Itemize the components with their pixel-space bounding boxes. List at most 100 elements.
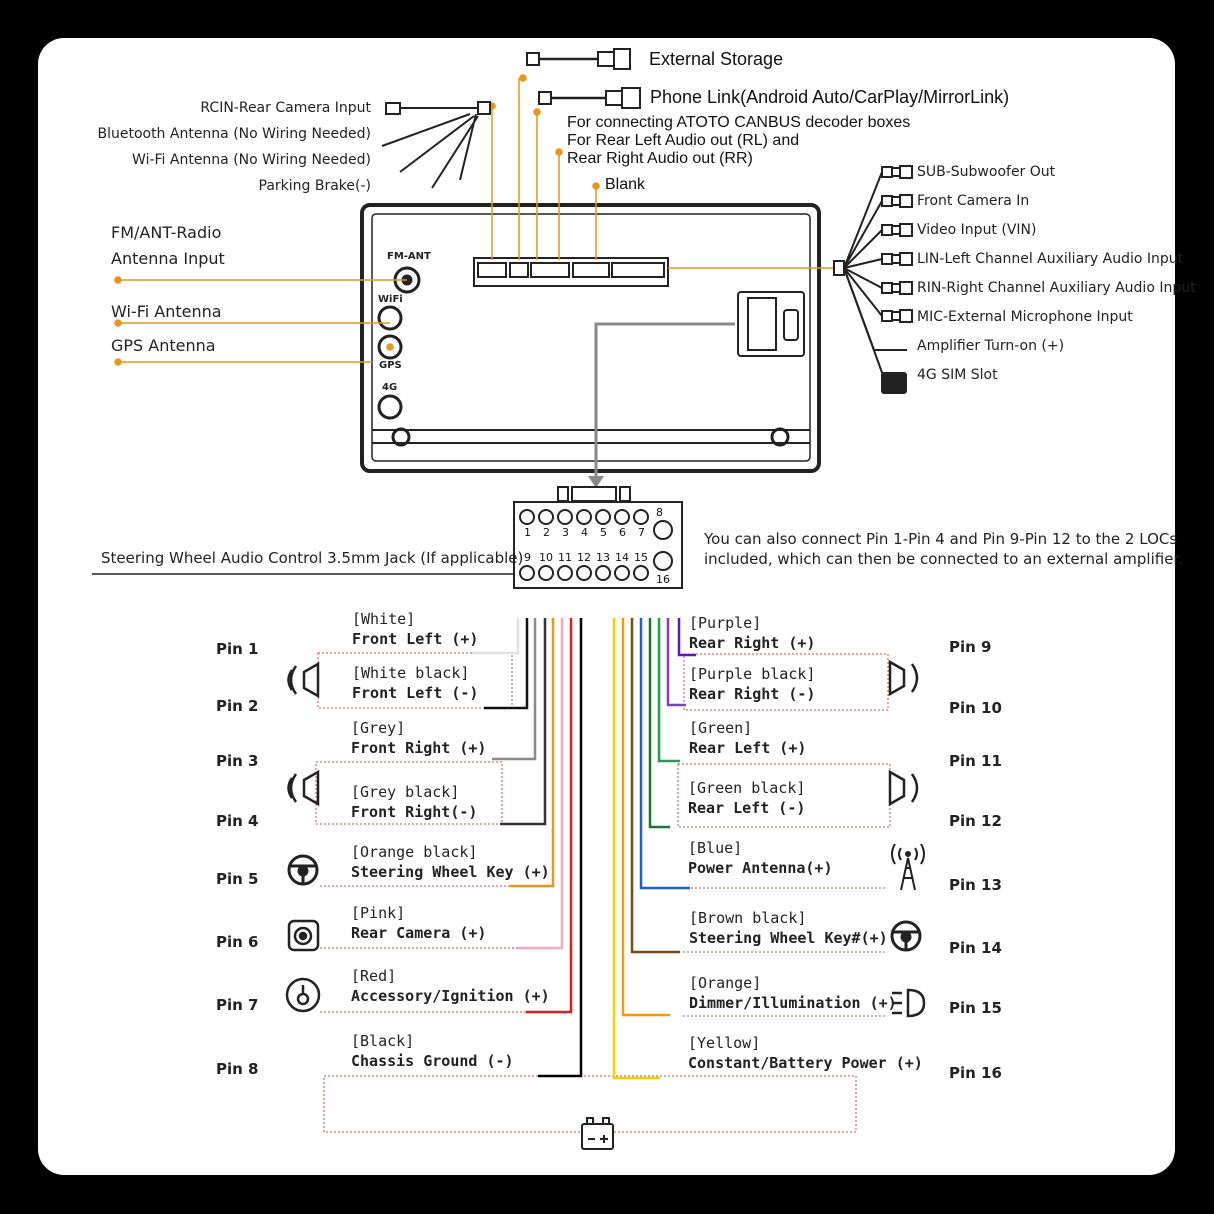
wire-color-name: [White]: [352, 610, 416, 628]
wire-pin-5: [510, 618, 555, 888]
wire-color-name: [Yellow]: [688, 1034, 761, 1052]
wire-function: Front Left (+): [352, 630, 479, 648]
wire-function: Front Left (-): [352, 684, 479, 702]
loc-note-line1: You can also connect Pin 1-Pin 4 and Pin…: [704, 530, 1178, 548]
mic-label: MIC-External Microphone Input: [917, 309, 1133, 325]
left-wires: [472, 618, 583, 1078]
wire-label-7: [Red] Accessory/Ignition (+): [351, 966, 550, 1006]
pin-label-9: Pin 9: [949, 638, 992, 656]
pin-label-15: Pin 15: [949, 999, 1002, 1017]
pin-number: 9: [524, 551, 531, 564]
wire-pin-6: [518, 618, 564, 950]
wire-function: Accessory/Ignition (+): [351, 987, 550, 1005]
wire-pin-10: [666, 618, 686, 707]
pin-number: 1: [524, 526, 531, 539]
aux-cable-fan: [833, 165, 913, 394]
wire-pin-4: [500, 618, 547, 826]
power-antenna-icon: [891, 843, 925, 891]
pin-number: 2: [543, 526, 550, 539]
pin-label-3: Pin 3: [216, 752, 259, 770]
phone-link-cable: [538, 87, 641, 109]
parking-brake-label: Parking Brake(-): [258, 178, 372, 194]
connector-pin-numbers: 1 2 3 4 5 6 7 8 9 10 11 12 13 14 15 16: [524, 506, 670, 586]
wifi-antenna-label: Wi-Fi Antenna: [111, 302, 222, 321]
wire-color-name: [Red]: [351, 967, 397, 985]
wire-function: Front Right (+): [351, 739, 487, 757]
pin-number: 16: [656, 573, 670, 586]
iso-socket: [737, 291, 805, 357]
harness-connector: [513, 486, 683, 589]
pin-label-5: Pin 5: [216, 870, 259, 888]
wire-pin-9: [677, 618, 696, 657]
pin-number: 8: [656, 506, 663, 519]
pin-label-10: Pin 10: [949, 699, 1002, 717]
wire-function: Rear Right (+): [689, 634, 816, 652]
pin-label-2: Pin 2: [216, 697, 259, 715]
pin-number: 15: [634, 551, 648, 564]
sim-slot-label: 4G SIM Slot: [917, 367, 998, 383]
wire-function: Constant/Battery Power (+): [688, 1054, 923, 1072]
wifi-antenna-note-label: Wi-Fi Antenna (No Wiring Needed): [132, 152, 371, 168]
canbus-note-line2: For Rear Left Audio out (RL) and: [567, 132, 800, 149]
pin-number: 11: [558, 551, 572, 564]
wire-color-name: [Pink]: [351, 904, 406, 922]
rin-label: RIN-Right Channel Auxiliary Audio Input: [917, 280, 1196, 296]
wire-function: Rear Camera (+): [351, 924, 487, 942]
wire-function: Steering Wheel Key#(+): [689, 929, 888, 947]
lte-port: [377, 394, 403, 420]
pin-label-12: Pin 12: [949, 812, 1002, 830]
wire-pin-15: [621, 618, 670, 1017]
battery-icon: [581, 1117, 614, 1150]
wire-label-10: [Purple black]Rear Right (-): [689, 664, 815, 704]
wire-color-name: [Orange]: [689, 974, 762, 992]
wire-function: Power Antenna(+): [688, 859, 833, 877]
pin-label-11: Pin 11: [949, 752, 1002, 770]
antenna-leaders: [114, 276, 407, 366]
pin-number: 13: [596, 551, 610, 564]
wire-pin-13: [639, 618, 690, 890]
pin-number: 6: [619, 526, 626, 539]
pin-number: 7: [638, 526, 645, 539]
wire-label-15: [Orange]Dimmer/Illumination (+): [689, 973, 897, 1013]
wire-label-6: [Pink] Rear Camera (+): [351, 903, 486, 943]
right-wires: [612, 618, 696, 1080]
wire-pin-14: [630, 618, 680, 954]
blank-label: Blank: [605, 176, 646, 193]
gps-antenna-label: GPS Antenna: [111, 336, 216, 355]
wire-function: Front Right(-): [351, 803, 478, 821]
wire-pin-1: [472, 618, 520, 655]
wire-function: Steering Wheel Key (+): [351, 863, 550, 881]
speaker-icon: [888, 659, 919, 697]
pin-number: 14: [615, 551, 629, 564]
wire-label-4: [Grey black]Front Right(-): [351, 782, 477, 822]
pin-label-14: Pin 14: [949, 939, 1002, 957]
pin-label-4: Pin 4: [216, 812, 259, 830]
rear-camera-label: RCIN-Rear Camera Input: [200, 100, 371, 116]
pin-guide-boxes: [315, 652, 891, 1133]
pin-label-13: Pin 13: [949, 876, 1002, 894]
phone-link-label: Phone Link(Android Auto/CarPlay/MirrorLi…: [650, 87, 1010, 107]
wire-color-name: [Orange black]: [351, 843, 478, 861]
headlight-icon: [892, 988, 926, 1018]
wire-color-name: [Blue]: [688, 839, 743, 857]
steering-wheel-icon: [890, 920, 922, 952]
wire-pin-8: [538, 618, 583, 1078]
speaker-icon: [287, 661, 320, 699]
wire-label-3: [Grey]Front Right (+): [351, 718, 486, 758]
wire-color-name: [Green]: [689, 719, 753, 737]
fm-antenna-label-line2: Antenna Input: [111, 249, 225, 268]
wire-label-1: [White] Front Left (+): [352, 609, 478, 649]
bluetooth-antenna-label: Bluetooth Antenna (No Wiring Needed): [97, 126, 371, 142]
wire-color-name: [Purple]: [689, 614, 762, 632]
speaker-icon: [888, 769, 919, 807]
steering-wheel-icon: [287, 854, 319, 886]
wire-color-name: [Green black]: [688, 779, 806, 797]
pin-label-6: Pin 6: [216, 933, 259, 951]
wifi-port: [377, 305, 403, 331]
fm-antenna-label-line1: FM/ANT-Radio: [111, 223, 222, 242]
pin-number: 3: [562, 526, 569, 539]
front-camera-label: Front Camera In: [917, 193, 1030, 209]
wire-function: Rear Left (+): [689, 739, 807, 757]
gps-port-label: GPS: [379, 360, 402, 371]
